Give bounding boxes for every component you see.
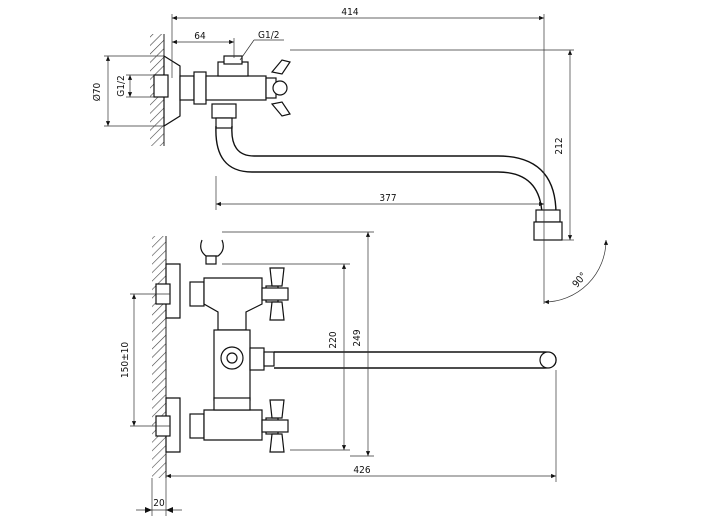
spout-front bbox=[274, 351, 557, 369]
dim-height-249: 249 bbox=[352, 329, 363, 346]
dim-spout-reach: 377 bbox=[379, 193, 396, 204]
wall-hatch-front bbox=[152, 236, 166, 478]
mixer-body-top bbox=[205, 75, 267, 101]
dim-inlet-thread: G1/2 bbox=[116, 75, 127, 96]
shower-holder bbox=[200, 239, 224, 257]
flange-top bbox=[163, 54, 181, 128]
cross-handle-upper bbox=[269, 267, 285, 287]
dim-thread-label: G1/2 bbox=[258, 30, 279, 41]
dim-total-width: 414 bbox=[341, 7, 358, 18]
dim-height-220: 220 bbox=[328, 331, 339, 348]
dim-total-length: 426 bbox=[353, 465, 370, 476]
dim-angle: 90° bbox=[571, 271, 590, 290]
mixer-body-lower bbox=[203, 409, 263, 441]
dim-flange-diameter: Ø70 bbox=[91, 82, 103, 101]
dim-centers: 150±10 bbox=[120, 342, 131, 378]
mixer-body-upper bbox=[203, 277, 263, 331]
cross-handle-top bbox=[270, 59, 291, 75]
dim-spout-height: 212 bbox=[554, 137, 565, 154]
spout-top-inner bbox=[231, 125, 557, 215]
top-view: 414 64 G1/2 Ø70 G1/2 212 377 90° bbox=[91, 7, 609, 305]
front-view: 150±10 220 249 426 20 bbox=[120, 231, 557, 516]
dim-wall-offset: 20 bbox=[153, 498, 165, 509]
aerator-top bbox=[535, 209, 561, 223]
cross-handle-lower bbox=[269, 399, 285, 419]
spout-top-outer bbox=[215, 125, 543, 215]
inlet-fitting-top bbox=[153, 74, 169, 98]
dim-offset: 64 bbox=[194, 31, 206, 42]
